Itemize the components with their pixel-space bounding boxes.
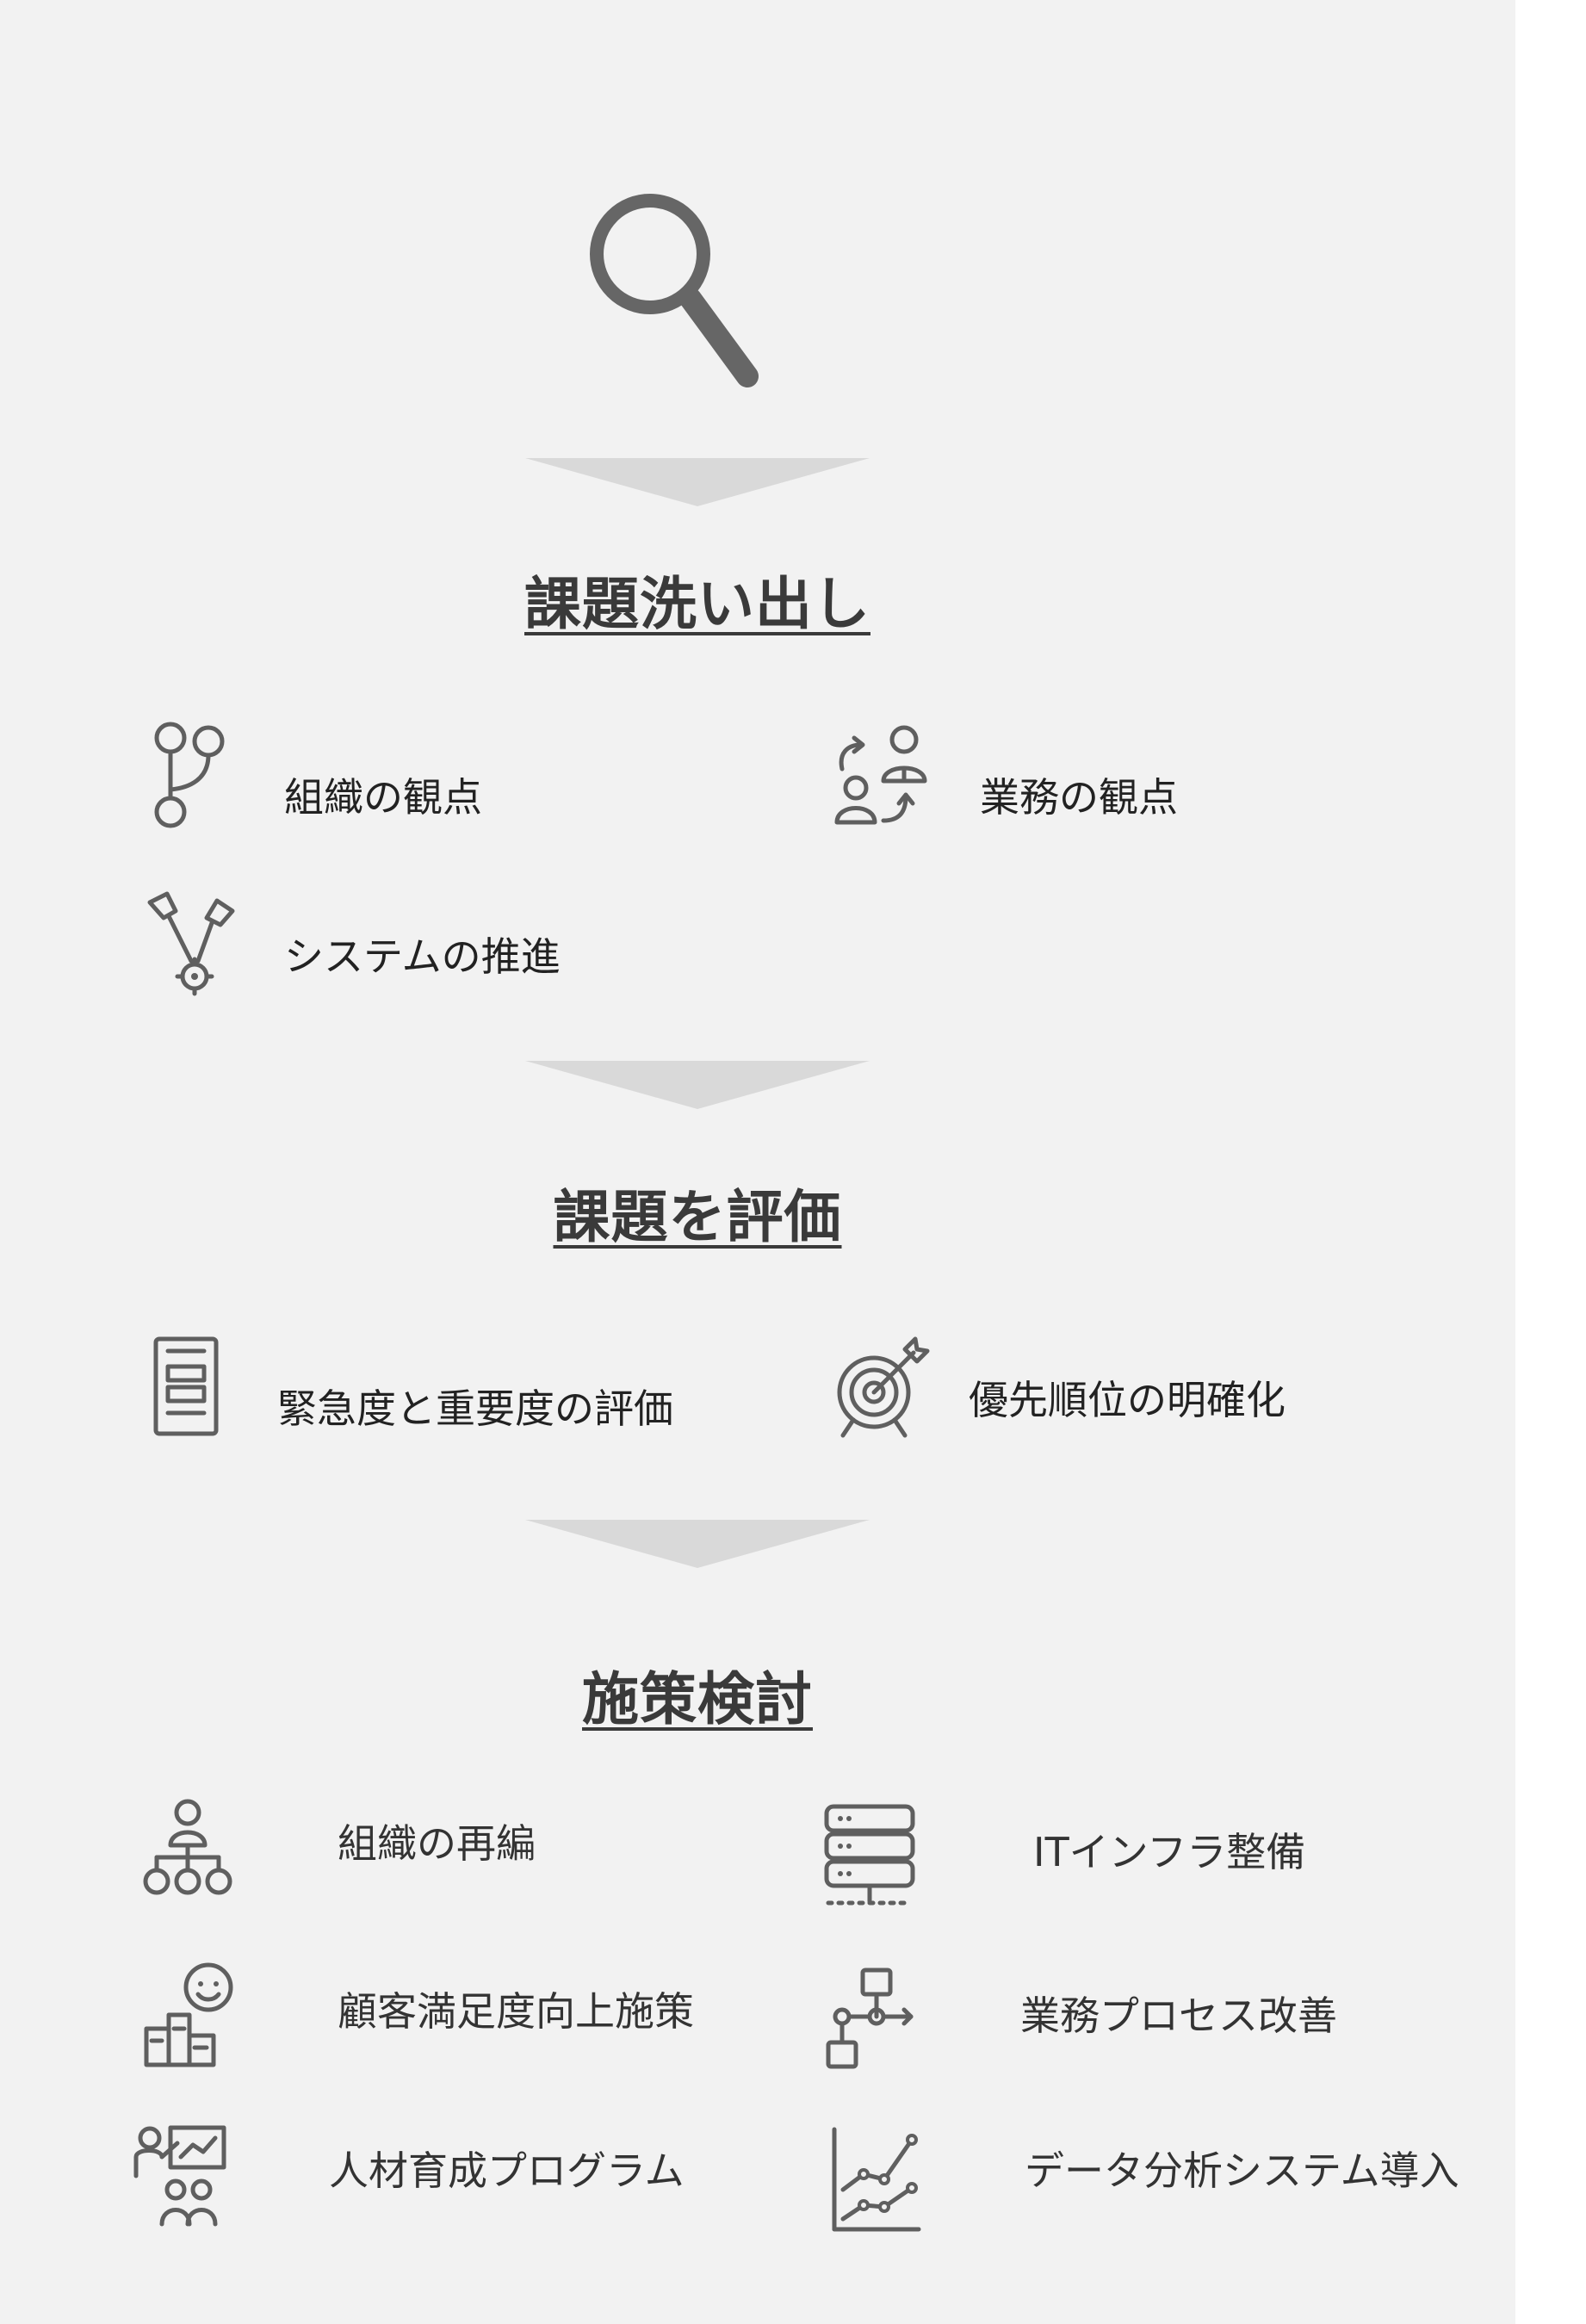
content-panel: 課題洗い出し 組織の観点 業務の観点 システムの推進	[0, 0, 1515, 2324]
cabinet-icon	[153, 1336, 219, 1436]
item-business-perspective: 業務の観点	[980, 774, 1178, 821]
item-system-promotion: システムの推進	[284, 933, 561, 980]
item-org-restructure: 組織の再編	[338, 1820, 536, 1867]
server-icon	[824, 1804, 915, 1906]
item-org-perspective: 組織の観点	[284, 774, 482, 821]
tools-gear-icon	[147, 891, 235, 996]
item-priority-clarification: 優先順位の明確化	[969, 1377, 1286, 1423]
branch-icon	[154, 722, 225, 828]
item-data-analysis-system: データ分析システム導入	[1025, 2147, 1459, 2194]
item-it-infrastructure: ITインフラ整備	[1033, 1829, 1306, 1875]
org-chart-icon	[143, 1799, 232, 1895]
down-arrow-3	[525, 1520, 870, 1568]
item-customer-satisfaction: 顧客満足度向上施策	[338, 1988, 694, 2035]
line-chart-icon	[832, 2127, 921, 2232]
section-heading-measures: 施策検討	[582, 1666, 813, 1732]
people-exchange-icon	[834, 725, 927, 825]
item-business-process: 業務プロセス改善	[1020, 1992, 1337, 2039]
down-arrow-2	[525, 1061, 870, 1109]
training-icon	[133, 2125, 226, 2227]
section-heading-evaluate: 課題を評価	[553, 1184, 842, 1250]
magnifier-icon	[590, 194, 759, 387]
section-heading-issues: 課題洗い出し	[524, 571, 870, 637]
process-flow-icon	[826, 1968, 914, 2069]
item-urgency-importance: 緊急度と重要度の評価	[277, 1385, 673, 1432]
customer-satisfaction-icon	[144, 1962, 233, 2067]
target-icon	[837, 1336, 930, 1438]
item-talent-development: 人材育成プログラム	[329, 2147, 685, 2194]
down-arrow-1	[525, 458, 870, 506]
